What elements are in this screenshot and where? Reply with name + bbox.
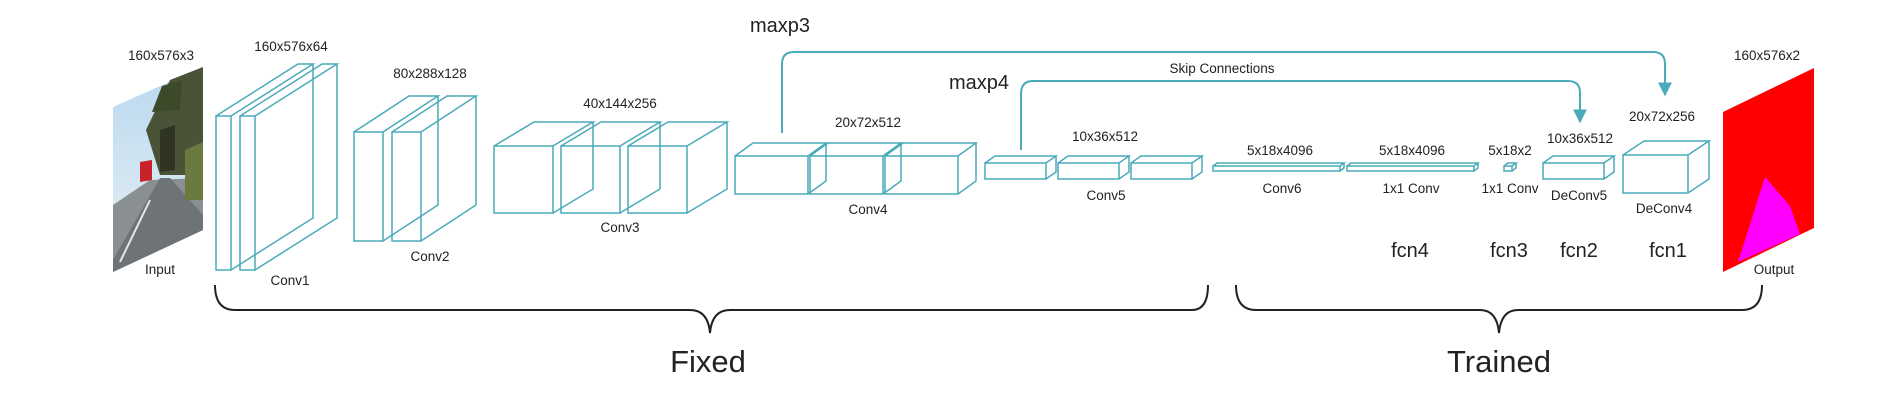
conv5-label: Conv5	[1086, 188, 1125, 203]
conv1-label: Conv1	[270, 273, 309, 288]
conv3-label: Conv3	[600, 220, 639, 235]
fcn3-block	[1503, 162, 1519, 172]
maxp3-label: maxp3	[750, 15, 810, 37]
fcn4-label: 1x1 Conv	[1382, 181, 1439, 196]
conv2-dims: 80x288x128	[393, 66, 467, 81]
conv4-dims: 20x72x512	[835, 115, 901, 130]
fcn3-dims: 5x18x2	[1488, 143, 1532, 158]
fcn3-name: fcn3	[1490, 240, 1528, 262]
fcn1-name: fcn1	[1649, 240, 1687, 262]
fcn1-label: DeConv4	[1636, 201, 1693, 216]
fcn2-dims: 10x36x512	[1547, 131, 1613, 146]
input-image	[113, 67, 203, 272]
conv6-label: Conv6	[1262, 181, 1301, 196]
conv3-dims: 40x144x256	[583, 96, 657, 111]
input-dims: 160x576x3	[128, 48, 194, 63]
conv3-block	[493, 121, 730, 214]
fcn1-dims: 20x72x256	[1629, 109, 1695, 124]
conv1-block	[215, 63, 340, 271]
output-image	[1723, 68, 1814, 272]
trained-brace	[1235, 284, 1763, 334]
skip-connection-maxp4-edge	[1020, 80, 1587, 150]
fcn2-name: fcn2	[1560, 240, 1598, 262]
conv6-dims: 5x18x4096	[1247, 143, 1313, 158]
output-label: Output	[1754, 262, 1795, 277]
fixed-brace	[214, 284, 1209, 334]
fixed-label: Fixed	[670, 344, 746, 379]
fcn3-label: 1x1 Conv	[1481, 181, 1538, 196]
skip-connections-title: Skip Connections	[1169, 61, 1274, 76]
trained-label: Trained	[1447, 344, 1551, 379]
conv4-block	[734, 142, 979, 195]
fcn4-block	[1346, 162, 1481, 172]
fcn4-name: fcn4	[1391, 240, 1429, 262]
input-label: Input	[145, 262, 175, 277]
fcn2-label: DeConv5	[1551, 188, 1607, 203]
fcn1-block	[1622, 140, 1712, 194]
skip-connection-maxp3-edge	[781, 51, 1672, 133]
maxp4-label: maxp4	[949, 72, 1009, 94]
conv6-block	[1212, 162, 1347, 172]
conv5-block	[984, 155, 1205, 180]
fcn2-block	[1542, 155, 1617, 180]
conv1-dims: 160x576x64	[254, 39, 328, 54]
conv5-dims: 10x36x512	[1072, 129, 1138, 144]
conv2-block	[353, 95, 479, 242]
fcn4-dims: 5x18x4096	[1379, 143, 1445, 158]
conv2-label: Conv2	[410, 249, 449, 264]
output-dims: 160x576x2	[1734, 48, 1800, 63]
conv4-label: Conv4	[848, 202, 888, 217]
